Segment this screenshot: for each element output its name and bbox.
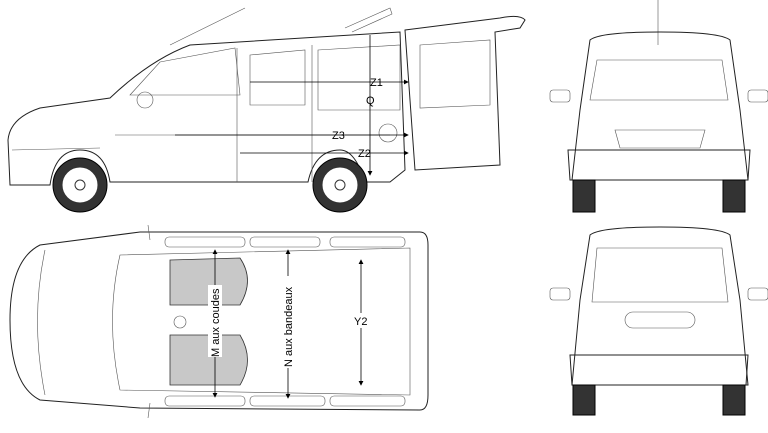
open-tailgate (344, 7, 393, 33)
rear-wheel (312, 157, 368, 213)
seat-left (169, 257, 248, 306)
dimension-label-z1: Z1 (370, 77, 383, 89)
open-rear-door (404, 15, 526, 171)
dimension-label-n: N aux bandeaux (283, 286, 295, 367)
rear-view (549, 226, 768, 416)
dimension-label-q: Q (366, 95, 375, 107)
side-window-rear (249, 49, 306, 106)
top-view: M aux coudes N aux bandeaux Y2 (9, 224, 429, 419)
front-wheel (52, 157, 108, 213)
dimension-label-z2: Z2 (358, 148, 371, 160)
front-view (549, 0, 768, 213)
dimension-label-z3: Z3 (332, 130, 345, 142)
side-body-outline (7, 31, 406, 186)
seat-right (169, 334, 248, 386)
front-body-outline (571, 31, 749, 181)
side-view: Z1 Q Z3 Z2 (7, 7, 526, 213)
top-body-outline (9, 231, 429, 411)
dimension-label-y2: Y2 (354, 316, 367, 328)
rear-body-outline (571, 226, 749, 386)
dimension-label-m: M aux coudes (210, 288, 222, 357)
